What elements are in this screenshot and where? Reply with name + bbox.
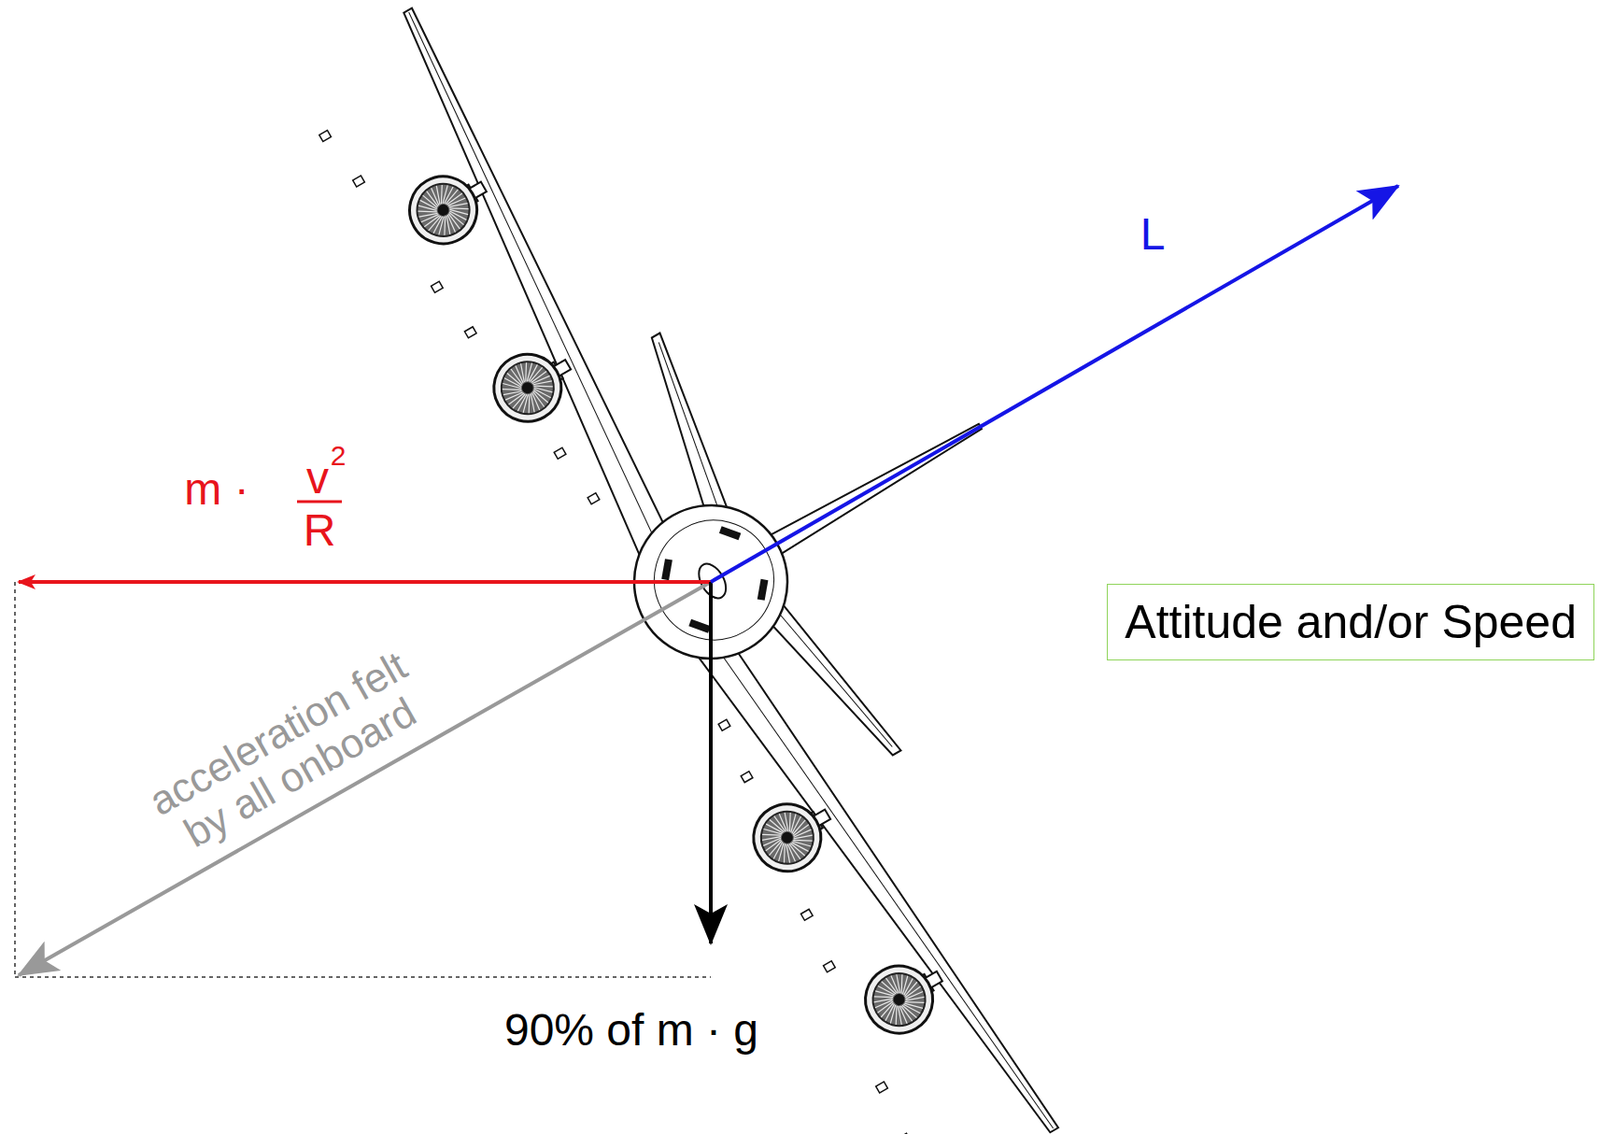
resultant-label: acceleration felt by all onboard [126, 634, 452, 873]
engine [481, 335, 585, 434]
centripetal-arrow [18, 580, 711, 584]
lift-label: L [1140, 210, 1166, 260]
weight-label: 90% of m · g [504, 1005, 759, 1056]
construction-line [14, 976, 711, 978]
note-box: Attitude and/or Speed [1106, 583, 1595, 661]
superscript: 2 [330, 439, 347, 471]
force-label: R [303, 506, 337, 556]
engine [741, 785, 845, 884]
note-text: Attitude and/or Speed [1124, 594, 1577, 651]
resultant-arrow [18, 581, 711, 976]
force-label: v [306, 453, 329, 504]
construction-line [14, 581, 16, 977]
force-label: m · [184, 465, 249, 515]
engine [852, 947, 956, 1046]
aircraft-front-view [287, 0, 1304, 1134]
engine [396, 157, 500, 256]
weight-arrow [708, 581, 713, 944]
lift-arrow [710, 185, 1399, 582]
